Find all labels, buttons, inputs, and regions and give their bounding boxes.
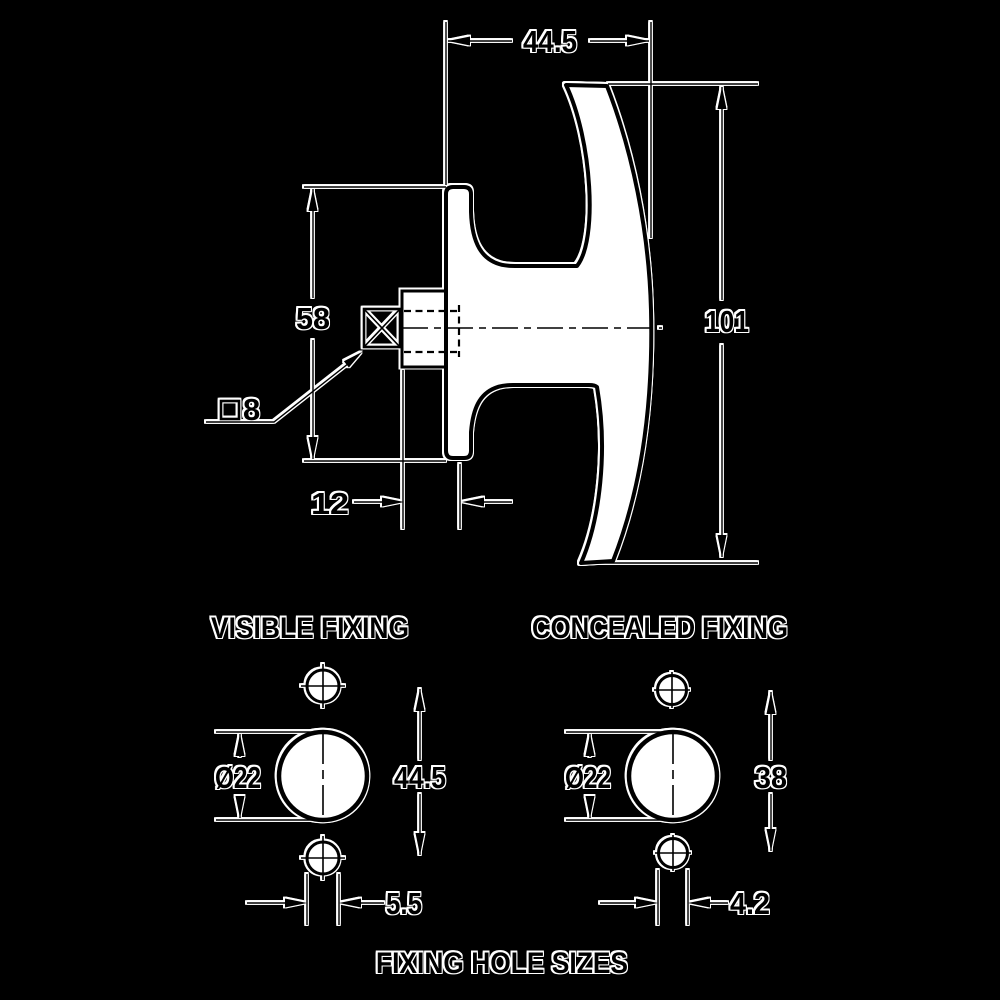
arrowheads xyxy=(448,36,649,46)
screw-centres-value: 38 xyxy=(755,760,787,795)
leader-line xyxy=(206,355,359,423)
arrowheads xyxy=(636,898,710,908)
spindle-square-cross xyxy=(363,308,401,348)
dim-plate-hole-diameter: Ø22 xyxy=(215,731,323,821)
screw-hole-size-value: 4.2 xyxy=(730,886,770,921)
visible-fixing-diagram: VISIBLE FIXING Ø22 44.5 5.5 xyxy=(211,612,446,925)
dim-spindle-depth-12: 12 xyxy=(311,370,512,529)
dim-lines xyxy=(584,83,758,564)
concealed-fixing-diagram: CONCEALED FIXING Ø22 38 4.2 xyxy=(532,612,788,925)
dim-depth-value: 44.5 xyxy=(523,24,577,59)
arrowheads xyxy=(285,898,361,908)
hidden-spindle-hole xyxy=(404,305,461,357)
concealed-fixing-title: CONCEALED FIXING xyxy=(532,612,788,645)
spindle-boss xyxy=(400,289,449,369)
dim-plate-hole-diameter: Ø22 xyxy=(565,731,673,821)
leader-arrowhead xyxy=(343,352,362,368)
dim-lines xyxy=(247,874,384,925)
dim-screw-centres: 44.5 xyxy=(394,689,446,855)
dim-depth-44-5: 44.5 xyxy=(445,22,652,238)
screw-centres-value: 44.5 xyxy=(394,760,446,795)
dim-height-value: 101 xyxy=(705,304,749,339)
dim-lines xyxy=(304,186,446,462)
handle-side-view: 44.5 101 58 12 8 xyxy=(206,22,758,565)
plate-hole-diameter-value: Ø22 xyxy=(565,760,611,795)
screw-hole-crosshairs xyxy=(301,664,345,880)
dim-spindle-depth-value: 12 xyxy=(311,486,349,521)
dim-lines xyxy=(354,370,512,529)
dim-height-101: 101 xyxy=(584,83,758,564)
dim-plate-height-value: 58 xyxy=(296,301,330,336)
visible-fixing-title: VISIBLE FIXING xyxy=(211,612,409,645)
dim-plate-height-58: 58 xyxy=(296,186,446,462)
spindle-size-value: 8 xyxy=(243,392,260,427)
plate-hole-diameter-value: Ø22 xyxy=(215,760,261,795)
spindle-square-outline xyxy=(362,307,402,349)
spindle-square xyxy=(362,307,402,349)
dim-lines xyxy=(600,870,728,925)
arrowheads xyxy=(382,497,484,507)
dim-screw-hole-size: 5.5 xyxy=(247,874,422,925)
screw-hole-size-value: 5.5 xyxy=(386,886,422,921)
square-symbol-icon xyxy=(219,399,241,421)
screw-hole-crosshairs xyxy=(654,672,691,871)
handle-body-profile xyxy=(444,83,654,565)
dim-screw-hole-size: 4.2 xyxy=(600,870,770,925)
dim-lines xyxy=(445,22,652,238)
spindle-size-callout: 8 xyxy=(206,352,362,427)
arrowheads xyxy=(585,734,595,818)
arrowheads xyxy=(235,734,245,818)
caption: FIXING HOLE SIZES xyxy=(376,947,628,980)
dim-screw-centres: 38 xyxy=(755,692,787,851)
